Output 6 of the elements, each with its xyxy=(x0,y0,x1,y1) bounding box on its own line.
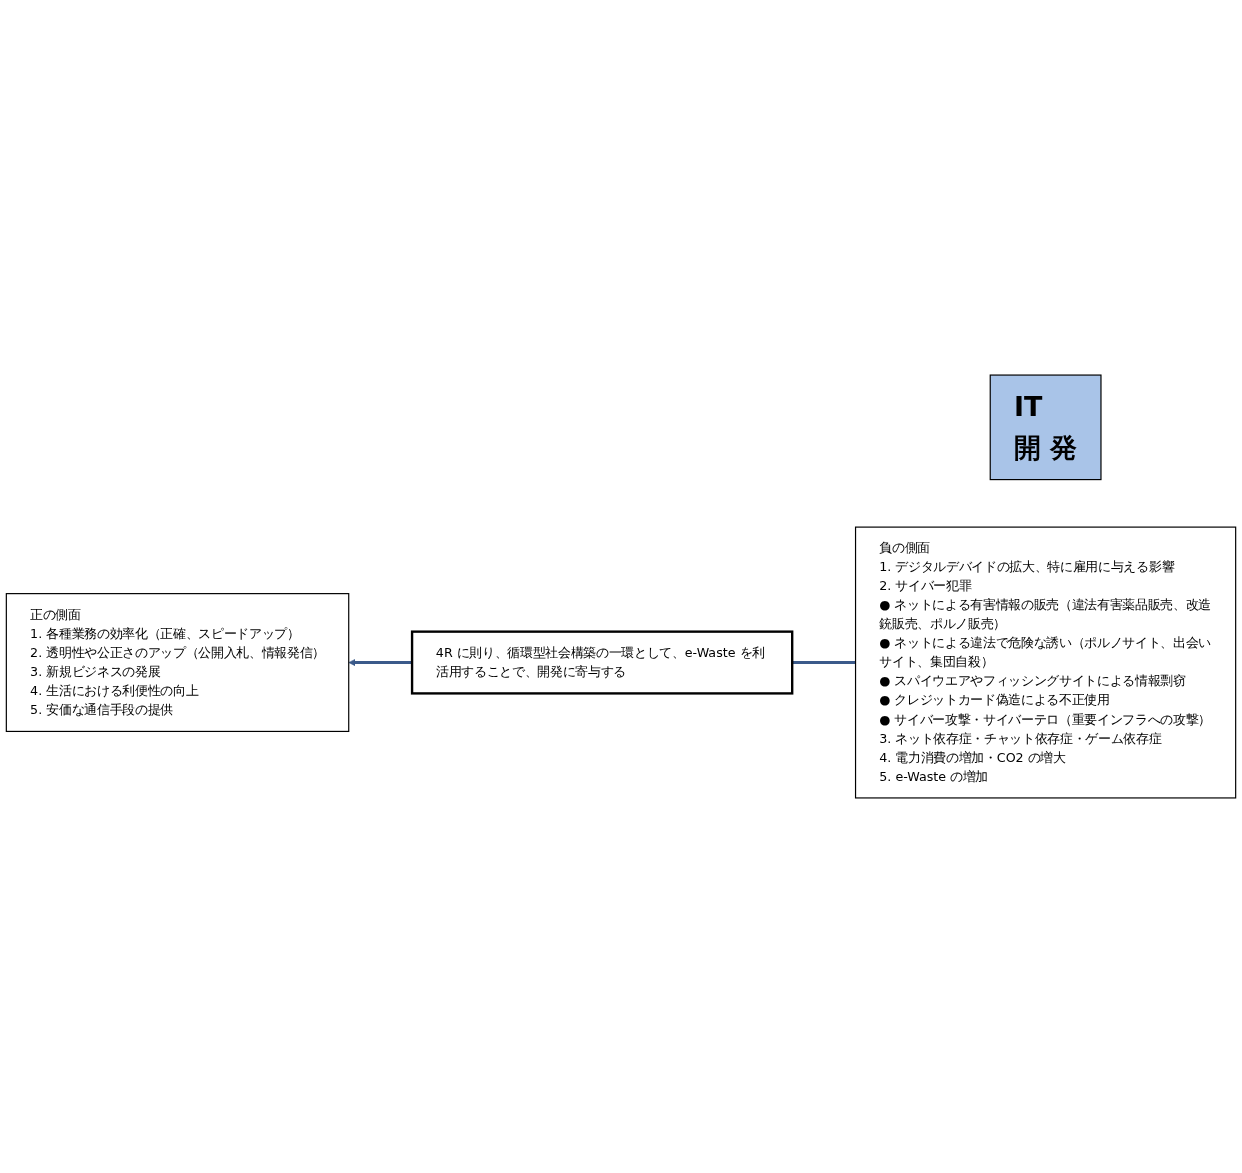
node-box: 4R に則り、循環型社会構築の一環として、e-Waste を利活用することで、開発に寄与する xyxy=(410,630,794,695)
node-box: 正の側面 1. 各種業務の効率化（正確、スピードアップ） 2. 透明性や公正さのアップ（公開入札、情報発信） 3. 新規ビジネスの発展 4. 生活における利便性の向上 5. 安価な通信手段の提供 xyxy=(5,593,350,732)
connector xyxy=(792,660,856,665)
node-box: 負の側面 1. デジタルデバイドの拡大、特に雇用に与える影響 2. サイバー犯罪 ● ネットによる有害情報の販売（違法有害薬品販売、改造銃販売、ポルノ販売） ● ネットによる違法で危険な誘い（ポルノサイト、出会いサイト、集団自殺） ● スパイウエアやフィッシングサイトによる情報剽窃 ● クレジットカード偽造による不正使用 ● サイバー攻撃・サイバーテロ（重要インフラへの攻撃） 3. ネット依存症・チャット依存症・ゲーム依存症 4. 電力消費の増加・CO2 の増大 5. e-Waste の増加 xyxy=(854,526,1237,799)
node-box: IT 開 発 xyxy=(989,374,1102,481)
arrow xyxy=(348,659,413,666)
